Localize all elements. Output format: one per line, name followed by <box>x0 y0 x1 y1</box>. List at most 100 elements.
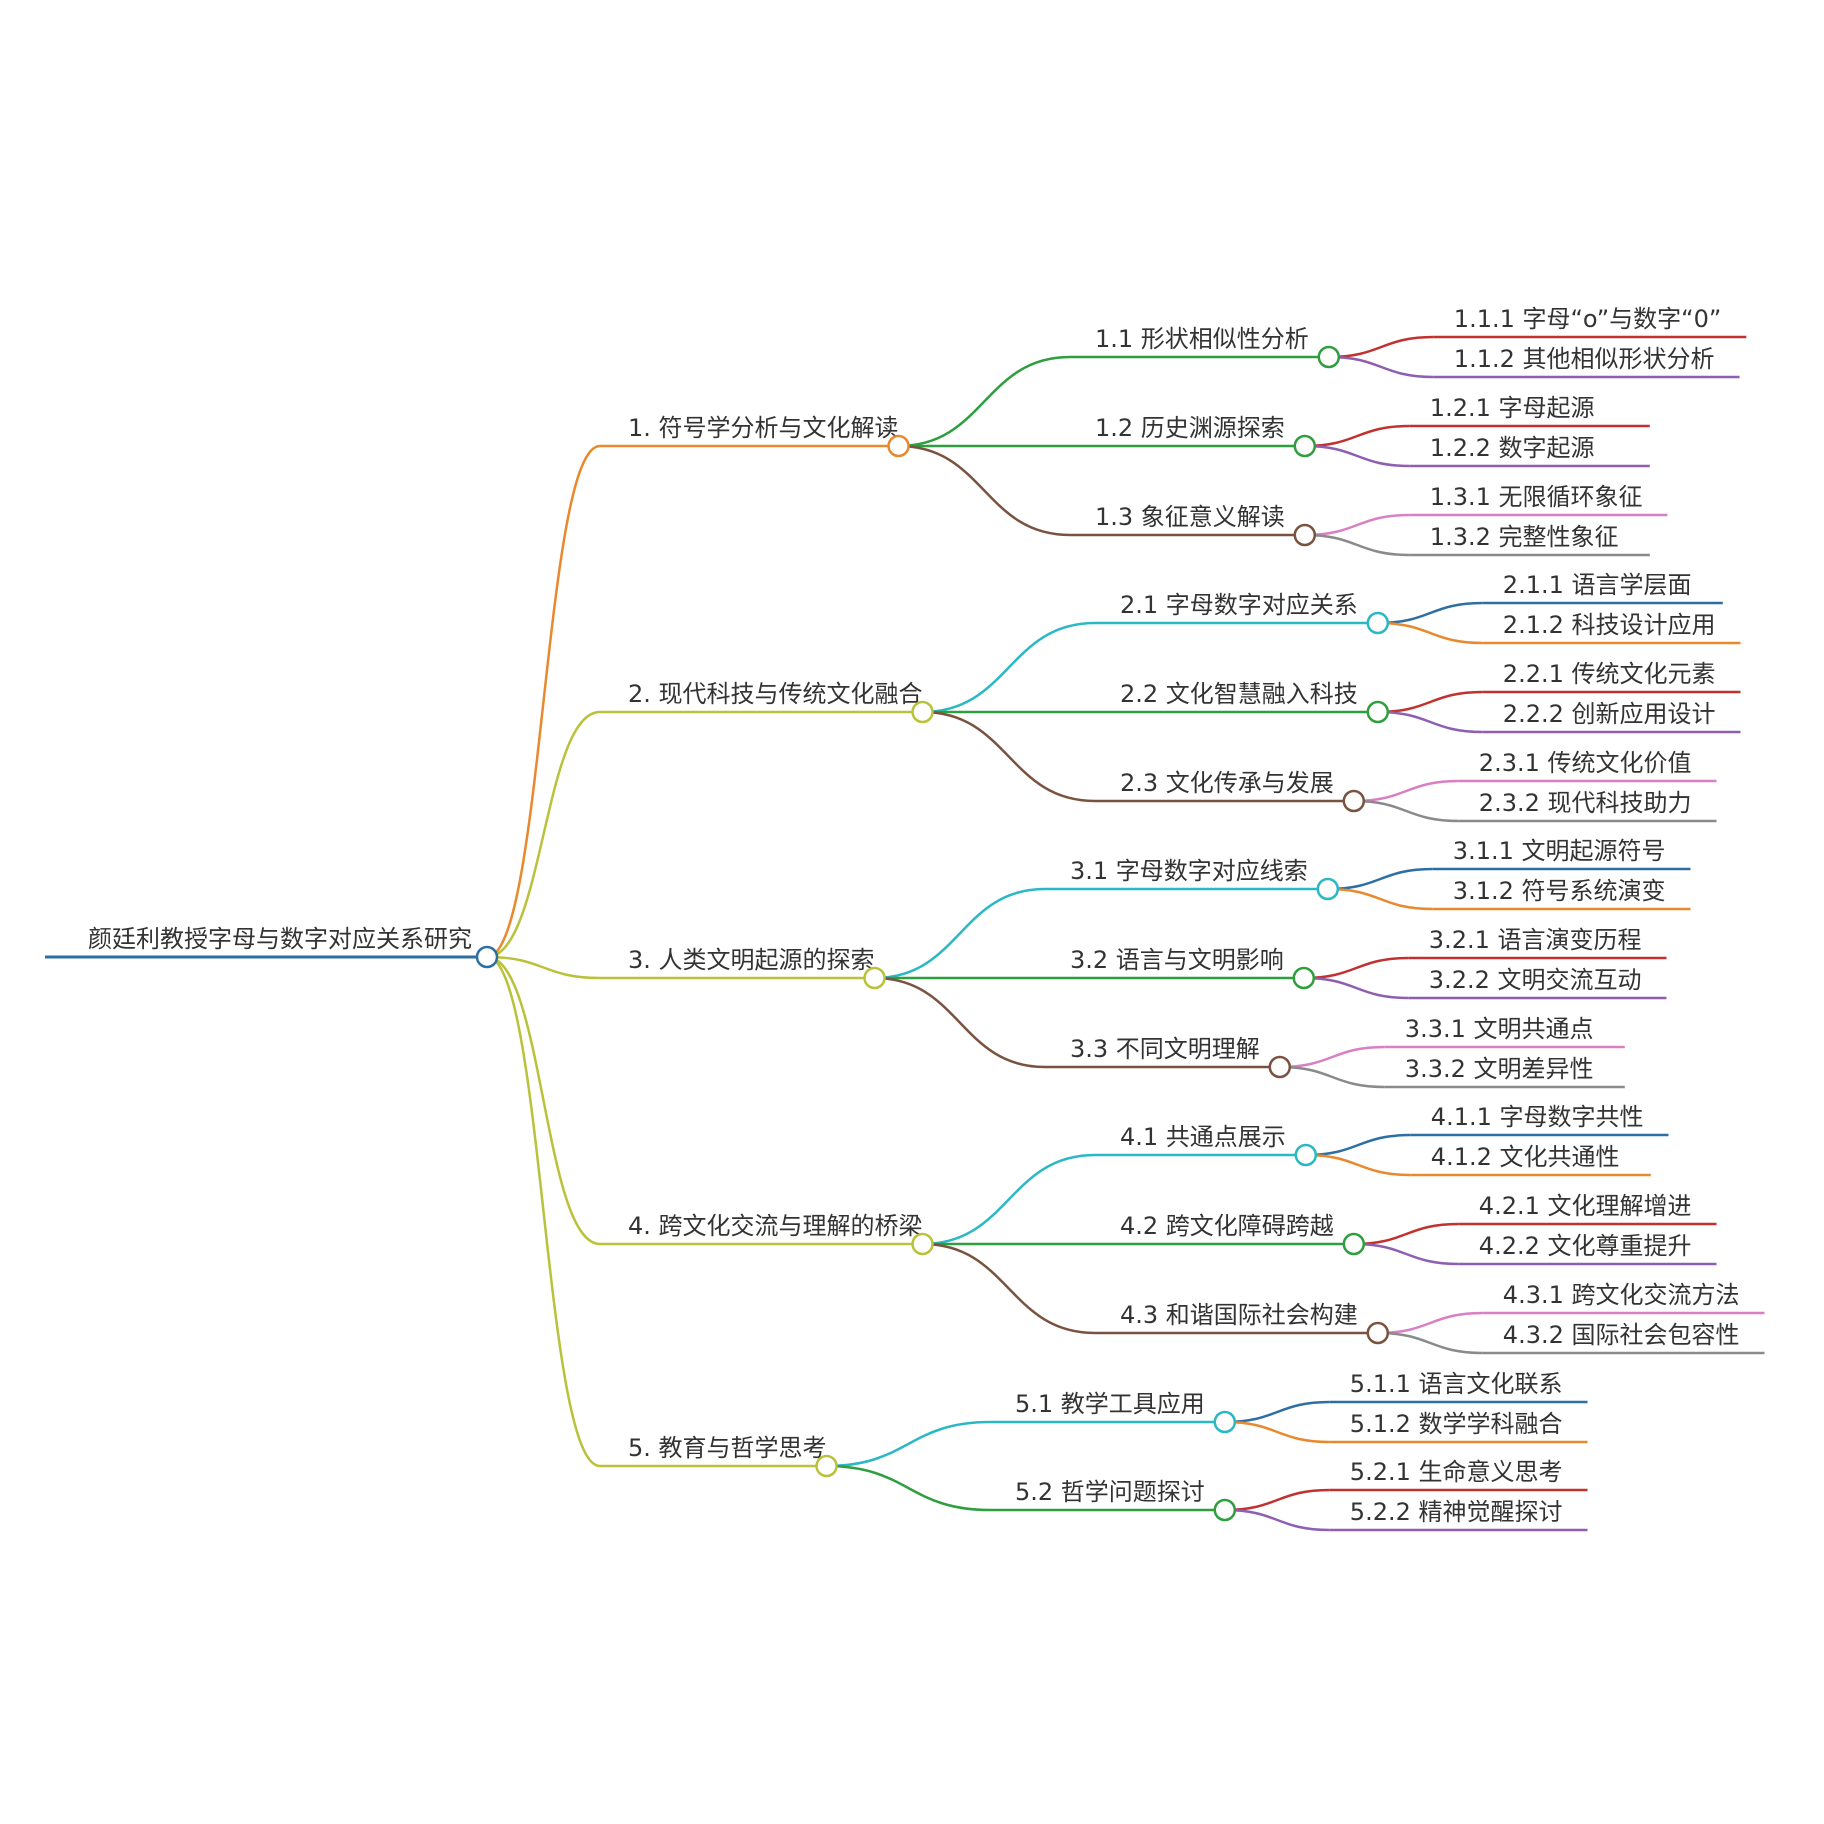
leaf-connector <box>1305 1153 1411 1177</box>
leaf-connector <box>1304 533 1410 557</box>
subtopic-label: 3.1 字母数字对应线索 <box>1070 857 1308 885</box>
leaf-label: 3.3.1 文明共通点 <box>1405 1015 1594 1043</box>
leaf-connector <box>1377 601 1483 625</box>
leaf-label: 1.3.1 无限循环象征 <box>1430 483 1643 511</box>
leaf-label: 3.1.2 符号系统演变 <box>1453 877 1666 905</box>
subtopic-label: 1.3 象征意义解读 <box>1095 503 1285 531</box>
leaf-label: 4.3.1 跨文化交流方法 <box>1503 1281 1740 1309</box>
leaf-connector <box>1303 956 1409 980</box>
leaf-connector <box>1279 1045 1385 1069</box>
subtopic-collapse-toggle[interactable] <box>1293 434 1317 458</box>
branch-connector <box>486 955 601 1468</box>
leaf-label: 3.2.1 语言演变历程 <box>1429 926 1642 954</box>
subtopic-connector <box>826 1464 991 1512</box>
subtopic-collapse-toggle[interactable] <box>1366 1321 1390 1345</box>
branch-label: 4. 跨文化交流与理解的桥梁 <box>628 1212 923 1240</box>
leaf-label: 1.3.2 完整性象征 <box>1430 523 1619 551</box>
subtopic-connector <box>922 1153 1096 1246</box>
branch-label: 2. 现代科技与传统文化融合 <box>628 680 923 708</box>
leaf-label: 5.1.2 数学学科融合 <box>1350 1410 1563 1438</box>
leaf-connector <box>1353 799 1459 823</box>
subtopic-connector <box>898 355 1071 448</box>
leaf-label: 2.1.1 语言学层面 <box>1503 571 1692 599</box>
leaf-label: 5.2.2 精神觉醒探讨 <box>1350 1498 1563 1526</box>
leaf-connector <box>1377 690 1483 714</box>
leaf-label: 3.3.2 文明差异性 <box>1405 1055 1594 1083</box>
leaf-label: 2.3.2 现代科技助力 <box>1479 789 1692 817</box>
subtopic-connector <box>898 444 1071 537</box>
subtopic-label: 4.1 共通点展示 <box>1120 1123 1286 1151</box>
branch-collapse-toggle[interactable] <box>887 434 910 458</box>
leaf-label: 4.2.1 文化理解增进 <box>1479 1192 1692 1220</box>
leaf-connector <box>1377 710 1483 734</box>
leaf-label: 2.1.2 科技设计应用 <box>1503 611 1716 639</box>
subtopic-collapse-toggle[interactable] <box>1342 1232 1366 1256</box>
branch-connector <box>486 710 601 959</box>
branch-label: 1. 符号学分析与文化解读 <box>628 414 899 442</box>
leaf-label: 2.2.2 创新应用设计 <box>1503 700 1716 728</box>
leaf-label: 1.1.1 字母“o”与数字“0” <box>1454 305 1722 333</box>
leaf-connector <box>1304 513 1410 537</box>
subtopic-label: 1.2 历史渊源探索 <box>1095 414 1285 442</box>
subtopic-collapse-toggle[interactable] <box>1213 1498 1237 1522</box>
leaf-connector <box>1224 1508 1330 1532</box>
subtopic-connector <box>922 621 1096 714</box>
leaf-connector <box>1327 887 1433 911</box>
subtopic-connector <box>874 976 1046 1069</box>
leaf-connector <box>1304 444 1410 468</box>
leaf-label: 1.1.2 其他相似形状分析 <box>1454 345 1715 373</box>
subtopic-label: 3.3 不同文明理解 <box>1070 1035 1260 1063</box>
branch-connector <box>486 955 601 1246</box>
leaf-connector <box>1377 1331 1483 1355</box>
subtopic-label: 4.3 和谐国际社会构建 <box>1120 1301 1358 1329</box>
subtopic-connector <box>922 1242 1096 1335</box>
leaf-connector <box>1279 1065 1385 1089</box>
root-collapse-toggle[interactable] <box>475 945 499 969</box>
subtopic-collapse-toggle[interactable] <box>1213 1410 1237 1434</box>
leaf-label: 3.2.2 文明交流互动 <box>1429 966 1642 994</box>
subtopic-collapse-toggle[interactable] <box>1342 789 1366 813</box>
subtopic-label: 3.2 语言与文明影响 <box>1070 946 1284 974</box>
leaf-connector <box>1303 976 1409 1000</box>
subtopic-connector <box>922 710 1096 803</box>
subtopic-label: 4.2 跨文化障碍跨越 <box>1120 1212 1334 1240</box>
subtopic-label: 2.2 文化智慧融入科技 <box>1120 680 1358 708</box>
leaf-label: 3.1.1 文明起源符号 <box>1453 837 1666 865</box>
subtopic-collapse-toggle[interactable] <box>1316 877 1340 901</box>
subtopic-label: 5.2 哲学问题探讨 <box>1015 1478 1205 1506</box>
subtopic-connector <box>826 1420 991 1468</box>
subtopic-label: 2.3 文化传承与发展 <box>1120 769 1334 797</box>
leaf-connector <box>1353 779 1459 803</box>
subtopic-collapse-toggle[interactable] <box>1294 1143 1318 1167</box>
leaf-connector <box>1353 1222 1459 1246</box>
subtopic-collapse-toggle[interactable] <box>1292 966 1316 990</box>
leaf-label: 4.1.2 文化共通性 <box>1431 1143 1620 1171</box>
subtopic-connector <box>874 887 1046 980</box>
subtopic-collapse-toggle[interactable] <box>1317 345 1341 369</box>
leaf-label: 4.1.1 字母数字共性 <box>1431 1103 1644 1131</box>
branch-collapse-toggle[interactable] <box>911 1232 934 1256</box>
root-node-label: 颜廷利教授字母与数字对应关系研究 <box>88 925 472 953</box>
branch-label: 3. 人类文明起源的探索 <box>628 946 875 974</box>
leaf-label: 2.3.1 传统文化价值 <box>1479 749 1692 777</box>
leaf-connector <box>1327 867 1433 891</box>
leaf-label: 1.2.2 数字起源 <box>1430 434 1595 462</box>
subtopic-collapse-toggle[interactable] <box>1366 700 1390 724</box>
leaf-connector <box>1224 1420 1330 1444</box>
leaf-connector <box>1377 1311 1483 1335</box>
leaf-label: 1.2.1 字母起源 <box>1430 394 1595 422</box>
leaf-label: 5.1.1 语言文化联系 <box>1350 1370 1563 1398</box>
branch-collapse-toggle[interactable] <box>863 966 886 990</box>
subtopic-label: 1.1 形状相似性分析 <box>1095 325 1309 353</box>
leaf-label: 2.2.1 传统文化元素 <box>1503 660 1716 688</box>
leaf-connector <box>1224 1488 1330 1512</box>
leaf-label: 4.3.2 国际社会包容性 <box>1503 1321 1740 1349</box>
branch-connector <box>486 955 601 980</box>
branch-collapse-toggle[interactable] <box>815 1454 838 1478</box>
subtopic-collapse-toggle[interactable] <box>1366 611 1390 635</box>
branch-collapse-toggle[interactable] <box>911 700 934 724</box>
subtopic-collapse-toggle[interactable] <box>1268 1055 1292 1079</box>
subtopic-label: 2.1 字母数字对应关系 <box>1120 591 1358 619</box>
subtopic-collapse-toggle[interactable] <box>1293 523 1317 547</box>
